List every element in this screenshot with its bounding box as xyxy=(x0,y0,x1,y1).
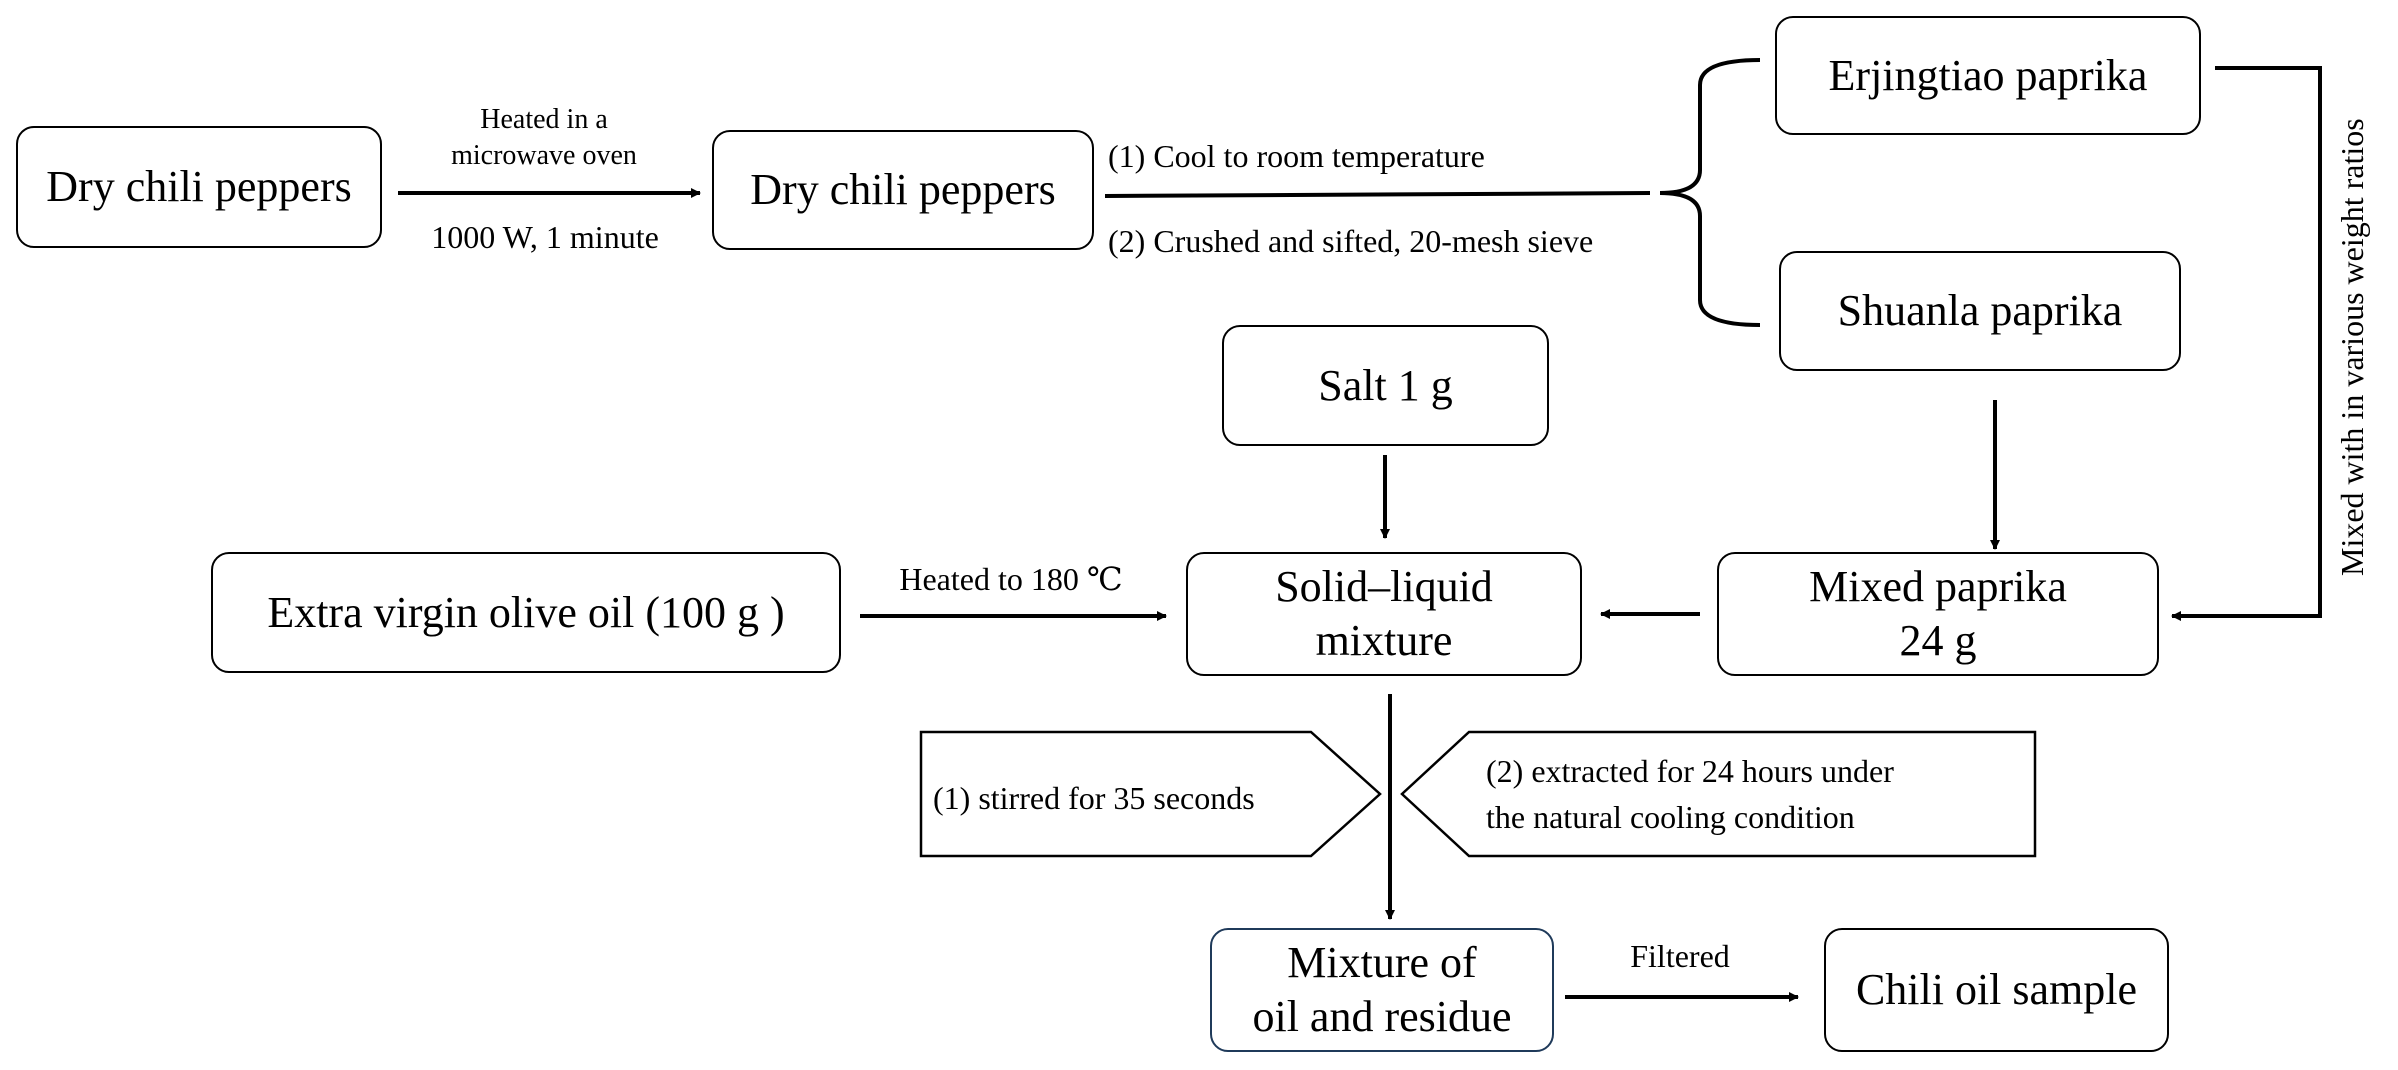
node-label-line1: Mixture of xyxy=(1287,938,1477,988)
node-label-line2: 24 g xyxy=(1899,616,1977,665)
edge-label-mixed-ratios: Mixed with in various weight ratios xyxy=(2334,118,2370,576)
node-chili-oil-sample: Chili oil sample xyxy=(1824,928,2169,1052)
edge-label-cool: (1) Cool to room temperature xyxy=(1108,138,1485,174)
edge-label-filtered: Filtered xyxy=(1630,938,1730,974)
edge-label-power: 1000 W, 1 minute xyxy=(431,219,659,255)
node-label-line2: mixture xyxy=(1315,616,1453,665)
arrow-mixed-ratios xyxy=(2171,66,2322,621)
node-solid-liquid-mixture: Solid–liquid mixture xyxy=(1186,552,1582,676)
node-salt: Salt 1 g xyxy=(1222,325,1549,446)
curly-brace xyxy=(1659,58,1761,327)
node-label-line1: Solid–liquid xyxy=(1275,562,1493,612)
chevron-stirred xyxy=(919,730,1382,858)
node-label: Shuanla paprika xyxy=(1837,286,2123,336)
node-label: Erjingtiao paprika xyxy=(1828,50,2148,100)
node-label: Extra virgin olive oil (100 g ) xyxy=(267,587,785,637)
node-mixed-paprika: Mixed paprika 24 g xyxy=(1717,552,2159,676)
edge-label-microwave: Heated in a microwave oven xyxy=(410,102,678,175)
node-label: Dry chili peppers xyxy=(750,165,1056,215)
node-label-line2: oil and residue xyxy=(1252,992,1512,1041)
chevron-stirred-label: (1) stirred for 35 seconds xyxy=(933,780,1255,816)
node-dry-chili-peppers-raw: Dry chili peppers xyxy=(16,126,382,248)
node-label: Chili oil sample xyxy=(1855,965,2138,1015)
node-shuanla-paprika: Shuanla paprika xyxy=(1779,251,2181,371)
line-to-brace xyxy=(1104,191,1651,198)
node-label: Salt 1 g xyxy=(1318,360,1453,410)
node-olive-oil: Extra virgin olive oil (100 g ) xyxy=(211,552,841,673)
node-label: Dry chili peppers xyxy=(46,162,352,212)
node-dry-chili-peppers-heated: Dry chili peppers xyxy=(712,130,1094,250)
chevron-extracted-line1: (2) extracted for 24 hours under xyxy=(1486,753,1894,789)
edge-label-line2: microwave oven xyxy=(451,140,637,172)
chevron-extracted-line2: the natural cooling condition xyxy=(1486,799,1855,836)
node-erjingtiao-paprika: Erjingtiao paprika xyxy=(1775,16,2201,135)
node-mixture-oil-residue: Mixture of oil and residue xyxy=(1210,928,1554,1052)
edge-label-heated-180: Heated to 180 ℃ xyxy=(899,561,1123,597)
chevron-extracted xyxy=(1400,730,2037,858)
node-label-line1: Mixed paprika xyxy=(1809,562,2067,612)
edge-label-line1: Heated in a xyxy=(480,104,608,135)
chevron-extracted-label: (2) extracted for 24 hours under the nat… xyxy=(1486,748,1894,841)
edge-label-crush: (2) Crushed and sifted, 20-mesh sieve xyxy=(1108,223,1594,259)
